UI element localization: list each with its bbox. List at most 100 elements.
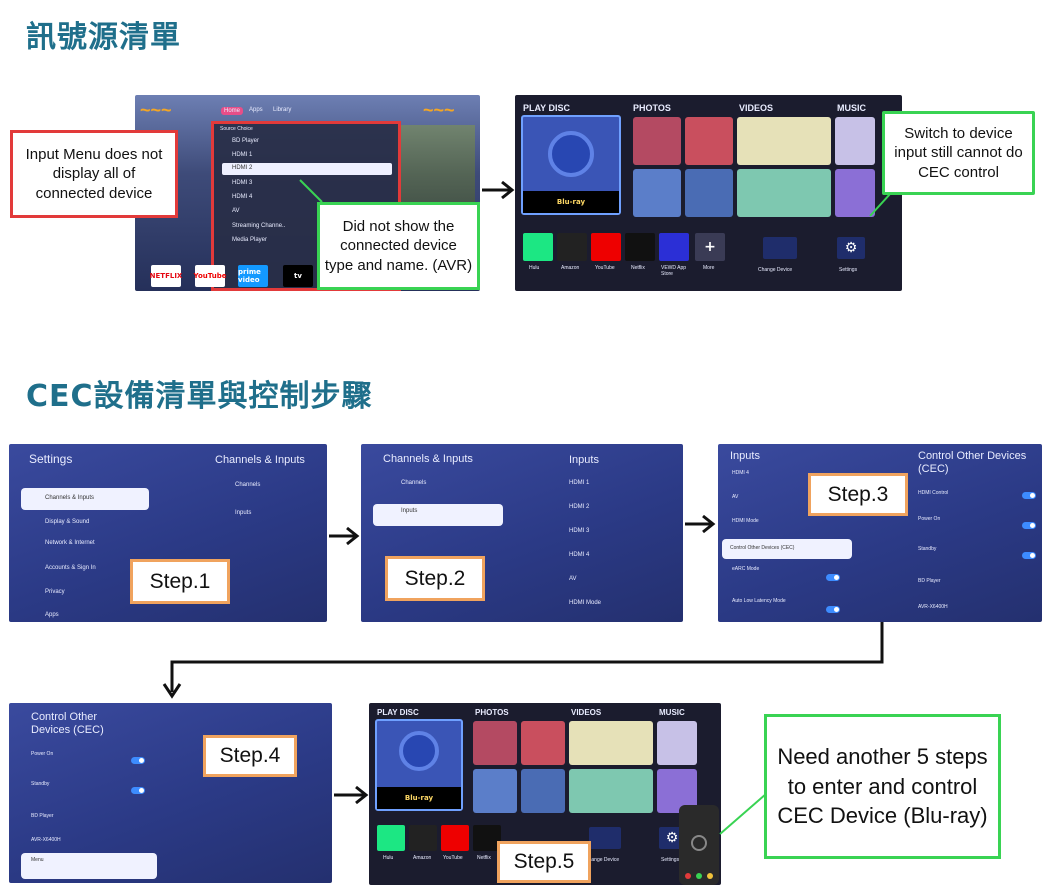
tab-home[interactable]: Home bbox=[221, 107, 244, 115]
inputs-right-hdmi1[interactable]: HDMI 1 bbox=[569, 480, 590, 486]
cec-right-bd-player[interactable]: BD Player bbox=[918, 578, 941, 584]
inputs-item-allm[interactable]: Auto Low Latency Mode bbox=[732, 598, 786, 604]
settings-item-privacy[interactable]: Privacy bbox=[45, 589, 65, 595]
change-device-icon-2[interactable] bbox=[589, 827, 621, 849]
settings-item-network[interactable]: Network & Internet bbox=[45, 540, 95, 546]
photo-tile-2b[interactable] bbox=[521, 721, 565, 765]
cec-standby-toggle[interactable] bbox=[131, 787, 145, 794]
amazon-label-2: Amazon bbox=[413, 855, 432, 861]
photo-tile-2c[interactable] bbox=[473, 769, 517, 813]
brand-logo: ~~~ bbox=[140, 100, 172, 120]
settings-item-display[interactable]: Display & Sound bbox=[45, 519, 90, 525]
source-item-av[interactable]: AV bbox=[232, 208, 240, 214]
inputs-right-hdmi-mode[interactable]: HDMI Mode bbox=[569, 600, 602, 606]
standby-toggle[interactable] bbox=[1022, 552, 1036, 559]
earc-toggle[interactable] bbox=[826, 574, 840, 581]
cec-right-power-on[interactable]: Power On bbox=[918, 516, 941, 522]
inputs-right-av[interactable]: AV bbox=[569, 576, 577, 582]
inputs-right-hdmi3[interactable]: HDMI 3 bbox=[569, 528, 590, 534]
pointer-line-3 bbox=[719, 793, 767, 835]
source-item-hdmi3[interactable]: HDMI 3 bbox=[232, 180, 253, 186]
inputs-item-cec[interactable]: Control Other Devices (CEC) bbox=[730, 545, 795, 551]
channels-item-channels[interactable]: Channels bbox=[401, 480, 427, 486]
settings-right-channels[interactable]: Channels bbox=[235, 482, 261, 488]
cec-power-toggle[interactable] bbox=[131, 757, 145, 764]
disc-tile[interactable]: Blu-ray bbox=[521, 115, 621, 215]
remote-yellow-button-icon bbox=[707, 873, 713, 879]
youtube-app[interactable]: YouTube bbox=[194, 265, 226, 287]
photo-tile-4[interactable] bbox=[685, 169, 733, 217]
source-item-streaming[interactable]: Streaming Channe.. bbox=[232, 223, 286, 229]
inputs-title: Inputs bbox=[730, 450, 760, 462]
amazon-label: Amazon bbox=[561, 265, 580, 271]
amazon-app-2[interactable] bbox=[409, 825, 437, 851]
cec-item-avr[interactable]: AVR-X6400H bbox=[31, 837, 61, 843]
section-videos-2: VIDEOS bbox=[571, 708, 602, 717]
photo-tile-3[interactable] bbox=[633, 169, 681, 217]
hulu-label: Hulu bbox=[529, 265, 540, 271]
inputs-item-hdmi-mode[interactable]: HDMI Mode bbox=[732, 518, 759, 524]
cec-right-hdmi-control[interactable]: HDMI Control bbox=[918, 490, 949, 496]
section-play-disc-2: PLAY DISC bbox=[377, 708, 419, 717]
settings-right-inputs[interactable]: Inputs bbox=[235, 510, 252, 516]
tab-library[interactable]: Library bbox=[273, 107, 292, 113]
settings-gear-icon-2[interactable]: ⚙ bbox=[659, 827, 685, 849]
netflix-tile-2[interactable] bbox=[473, 825, 501, 851]
photo-tile-2a[interactable] bbox=[473, 721, 517, 765]
cec-item-power-on[interactable]: Power On bbox=[31, 751, 54, 757]
video-tile-2a[interactable] bbox=[569, 721, 653, 765]
vewd-app[interactable] bbox=[659, 233, 689, 261]
inputs-right-hdmi4[interactable]: HDMI 4 bbox=[569, 552, 590, 558]
netflix-app[interactable]: NETFLIX bbox=[150, 265, 182, 287]
settings-gear-icon[interactable]: ⚙ bbox=[837, 237, 865, 259]
cec-right-avr[interactable]: AVR-X6400H bbox=[918, 604, 948, 610]
settings-item-apps[interactable]: Apps bbox=[45, 612, 59, 618]
settings-item-channels[interactable]: Channels & Inputs bbox=[45, 495, 95, 501]
youtube-tile[interactable] bbox=[591, 233, 621, 261]
video-tile-2b[interactable] bbox=[569, 769, 653, 813]
arrow-1 bbox=[482, 180, 515, 200]
music-tile-2a[interactable] bbox=[657, 721, 697, 765]
hdmi-control-toggle[interactable] bbox=[1022, 492, 1036, 499]
channels-item-inputs[interactable]: Inputs bbox=[401, 508, 418, 514]
settings-screenshot: Settings Channels & Inputs Display & Sou… bbox=[9, 444, 327, 622]
youtube-tile-2[interactable] bbox=[441, 825, 469, 851]
photo-tile-2[interactable] bbox=[685, 117, 733, 165]
photo-tile-2d[interactable] bbox=[521, 769, 565, 813]
source-item-hdmi1[interactable]: HDMI 1 bbox=[232, 152, 253, 158]
music-tile-1[interactable] bbox=[835, 117, 875, 165]
source-item-hdmi4[interactable]: HDMI 4 bbox=[232, 194, 253, 200]
music-tile-2[interactable] bbox=[835, 169, 875, 217]
callout-switch-cec: Switch to device input still cannot do C… bbox=[882, 111, 1035, 195]
more-icon[interactable]: + bbox=[695, 233, 725, 261]
disc-tile-2[interactable]: Blu-ray bbox=[375, 719, 463, 811]
hulu-app-2[interactable] bbox=[377, 825, 405, 851]
video-tile-2[interactable] bbox=[737, 169, 831, 217]
source-item-bd[interactable]: BD Player bbox=[232, 138, 260, 144]
netflix-tile[interactable] bbox=[625, 233, 655, 261]
cec-right-standby[interactable]: Standby bbox=[918, 546, 937, 552]
inputs-item-earc[interactable]: eARC Mode bbox=[732, 566, 760, 572]
power-on-toggle[interactable] bbox=[1022, 522, 1036, 529]
settings-item-accounts[interactable]: Accounts & Sign In bbox=[45, 565, 96, 571]
photo-tile-1[interactable] bbox=[633, 117, 681, 165]
cec-item-standby[interactable]: Standby bbox=[31, 781, 50, 787]
inputs-item-highlight bbox=[722, 539, 852, 559]
change-device-icon[interactable] bbox=[763, 237, 797, 259]
tab-apps[interactable]: Apps bbox=[249, 107, 263, 113]
source-choice-title: Source Choice bbox=[220, 126, 253, 132]
cec-item-menu[interactable]: Menu bbox=[31, 857, 44, 863]
cec-item-bd[interactable]: BD Player bbox=[31, 813, 54, 819]
video-tile-1[interactable] bbox=[737, 117, 831, 165]
apple-tv-app[interactable]: tv bbox=[283, 265, 313, 287]
source-item-media[interactable]: Media Player bbox=[232, 237, 268, 243]
source-item-hdmi2[interactable]: HDMI 2 bbox=[232, 165, 253, 171]
allm-toggle[interactable] bbox=[826, 606, 840, 613]
inputs-right-hdmi2[interactable]: HDMI 2 bbox=[569, 504, 590, 510]
inputs-item-av[interactable]: AV bbox=[732, 494, 739, 500]
hulu-app[interactable] bbox=[523, 233, 553, 261]
amazon-app[interactable] bbox=[557, 233, 587, 261]
inputs-item-hdmi4[interactable]: HDMI 4 bbox=[732, 470, 749, 476]
prime-video-app[interactable]: prime video bbox=[238, 265, 268, 287]
